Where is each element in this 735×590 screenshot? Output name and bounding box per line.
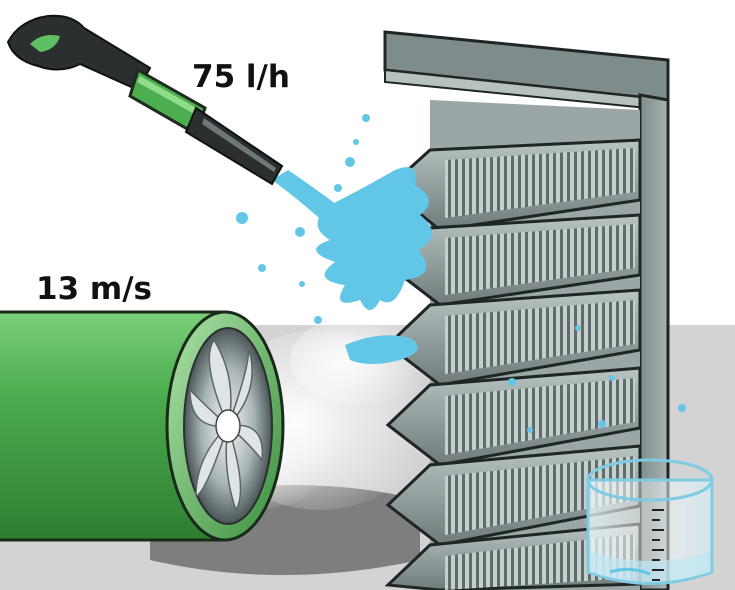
air-speed-label: 13 m/s [36,271,153,307]
fan-blades [189,338,264,512]
louvre-blade [385,213,642,307]
axial-fan-icon [0,310,285,542]
water-jet [272,170,380,258]
water-flow-label: 75 l/h [192,59,290,95]
spray-lance-icon [6,14,284,186]
louvre-blade [385,444,642,547]
louvre-blade [385,288,642,387]
beaker-scale [652,509,664,581]
louvre-blade [385,366,642,467]
louvre-blade [385,138,642,232]
louvre-grille-icon [383,30,670,590]
measuring-beaker-icon [586,458,714,585]
